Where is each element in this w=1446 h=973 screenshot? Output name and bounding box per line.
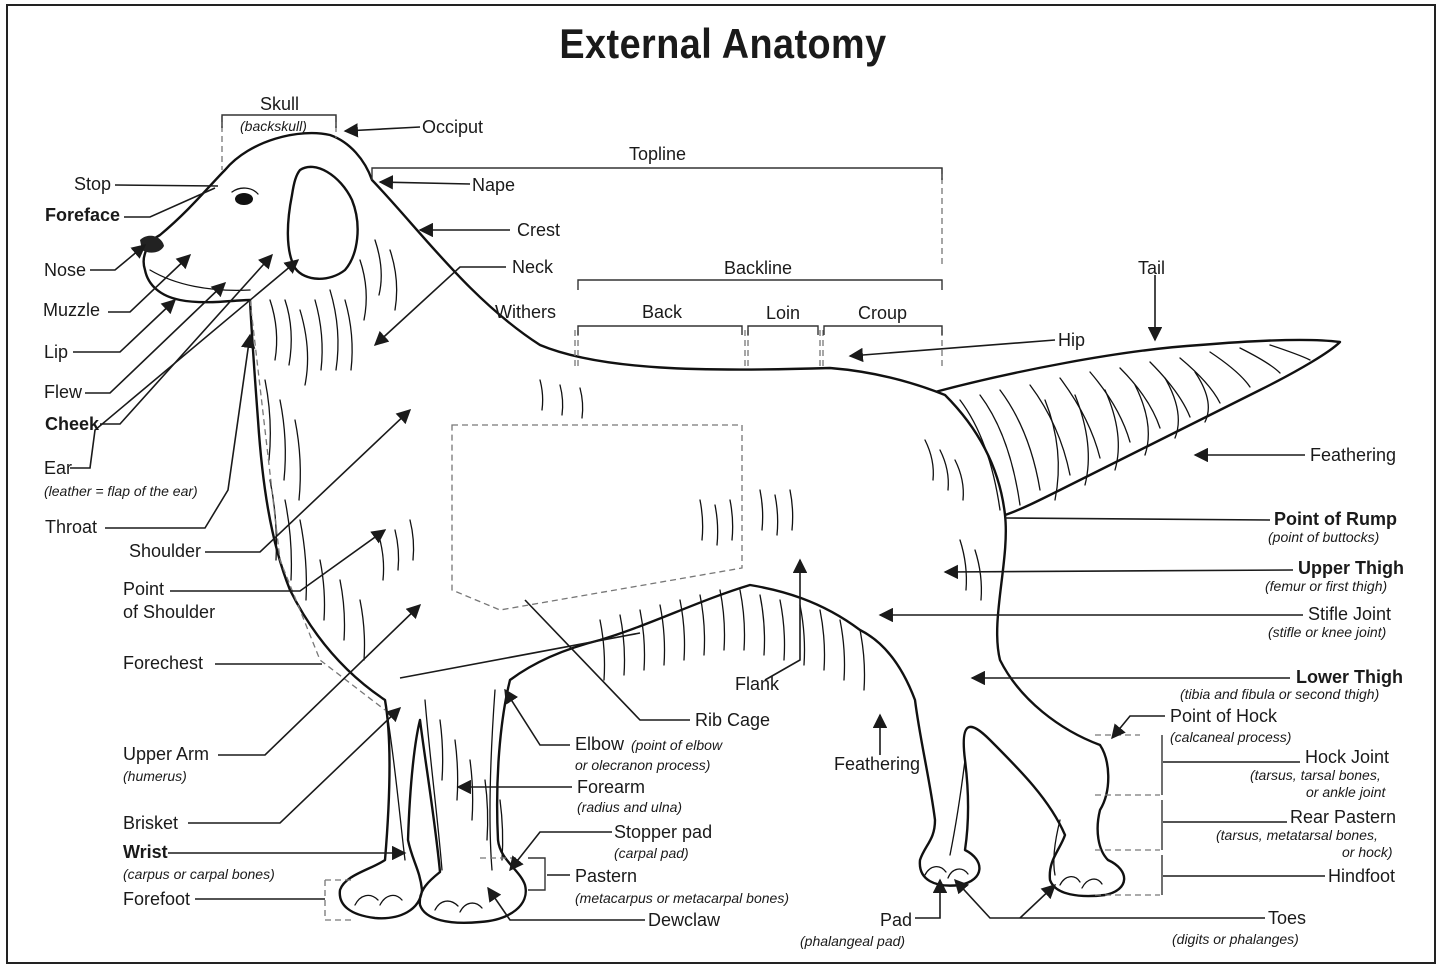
label-ear-sub: (leather = flap of the ear)	[44, 483, 198, 499]
label-upper-thigh-sub: (femur or first thigh)	[1265, 578, 1387, 594]
label-stifle-joint-sub: (stifle or knee joint)	[1268, 624, 1386, 640]
label-stifle-joint: Stifle Joint	[1308, 604, 1391, 624]
label-hock-joint: Hock Joint	[1305, 747, 1389, 767]
leader-hip	[850, 340, 1055, 356]
label-hock-joint-sub2: or ankle joint	[1306, 784, 1386, 800]
label-withers: Withers	[495, 302, 556, 322]
label-loin: Loin	[766, 303, 800, 323]
label-lower-thigh: Lower Thigh	[1296, 667, 1403, 687]
label-point-of-rump: Point of Rump	[1274, 509, 1397, 529]
leader-point-of-rump	[1005, 518, 1270, 520]
label-tail: Tail	[1138, 258, 1165, 278]
label-brisket: Brisket	[123, 813, 178, 833]
label-lip: Lip	[44, 342, 68, 362]
label-foreface: Foreface	[45, 205, 120, 225]
label-point-of-shoulder-1: Point	[123, 579, 164, 599]
label-dewclaw: Dewclaw	[648, 910, 721, 930]
label-back: Back	[642, 302, 683, 322]
label-elbow-sub1: (point of elbow	[631, 737, 723, 753]
leader-brisket	[188, 708, 400, 823]
label-toes-sub: (digits or phalanges)	[1172, 931, 1299, 947]
leader-pad	[915, 880, 940, 918]
label-pad: Pad	[880, 910, 912, 930]
label-flew: Flew	[44, 382, 83, 402]
label-forearm: Forearm	[577, 777, 645, 797]
label-wrist: Wrist	[123, 842, 168, 862]
label-toes: Toes	[1268, 908, 1306, 928]
label-stop: Stop	[74, 174, 111, 194]
leader-stopper-pad	[510, 832, 612, 870]
label-neck: Neck	[512, 257, 554, 277]
label-point-of-hock: Point of Hock	[1170, 706, 1278, 726]
label-hip: Hip	[1058, 330, 1085, 350]
label-lower-thigh-sub: (tibia and fibula or second thigh)	[1180, 686, 1379, 702]
leader-stop	[115, 185, 218, 186]
label-rib-cage: Rib Cage	[695, 710, 770, 730]
leader-nape	[380, 182, 470, 184]
label-hindfoot: Hindfoot	[1328, 866, 1395, 886]
label-backline: Backline	[724, 258, 792, 278]
label-occiput: Occiput	[422, 117, 483, 137]
label-nape: Nape	[472, 175, 515, 195]
label-upper-arm: Upper Arm	[123, 744, 209, 764]
leader-nose	[90, 245, 145, 270]
label-topline: Topline	[629, 144, 686, 164]
label-pastern-sub: (metacarpus or metacarpal bones)	[575, 890, 789, 906]
label-feathering-tail: Feathering	[1310, 445, 1396, 465]
label-nose: Nose	[44, 260, 86, 280]
label-rear-pastern-sub1: (tarsus, metatarsal bones,	[1216, 827, 1378, 843]
label-croup: Croup	[858, 303, 907, 323]
label-pad-sub: (phalangeal pad)	[800, 933, 905, 949]
label-stopper-pad: Stopper pad	[614, 822, 712, 842]
leader-elbow	[505, 690, 570, 745]
label-ear: Ear	[44, 458, 72, 478]
dog-eye	[235, 193, 253, 205]
label-point-of-hock-sub: (calcaneal process)	[1170, 729, 1291, 745]
label-elbow: Elbow	[575, 734, 625, 754]
label-skull-sub: (backskull)	[240, 118, 307, 134]
label-shoulder: Shoulder	[129, 541, 201, 561]
label-elbow-sub2: or olecranon process)	[575, 757, 710, 773]
label-skull: Skull	[260, 94, 299, 114]
label-wrist-sub: (carpus or carpal bones)	[123, 866, 275, 882]
label-feathering-belly: Feathering	[834, 754, 920, 774]
label-pastern: Pastern	[575, 866, 637, 886]
label-forechest: Forechest	[123, 653, 203, 673]
label-upper-arm-sub: (humerus)	[123, 768, 187, 784]
leader-occiput	[345, 127, 420, 131]
label-forearm-sub: (radius and ulna)	[577, 799, 682, 815]
label-flank: Flank	[735, 674, 780, 694]
label-throat: Throat	[45, 517, 97, 537]
label-rear-pastern-sub2: or hock)	[1342, 844, 1393, 860]
leader-throat	[105, 335, 250, 528]
label-point-of-shoulder-2: of Shoulder	[123, 602, 215, 622]
dog-illustration	[140, 133, 1340, 923]
label-rear-pastern: Rear Pastern	[1290, 807, 1396, 827]
label-cheek: Cheek	[45, 414, 100, 434]
label-upper-thigh: Upper Thigh	[1298, 558, 1404, 578]
label-forefoot: Forefoot	[123, 889, 190, 909]
label-stopper-pad-sub: (carpal pad)	[614, 845, 689, 861]
label-crest: Crest	[517, 220, 560, 240]
leader-toes-2	[1020, 885, 1055, 918]
label-hock-joint-sub1: (tarsus, tarsal bones,	[1250, 767, 1381, 783]
label-point-of-rump-sub: (point of buttocks)	[1268, 529, 1379, 545]
label-muzzle: Muzzle	[43, 300, 100, 320]
